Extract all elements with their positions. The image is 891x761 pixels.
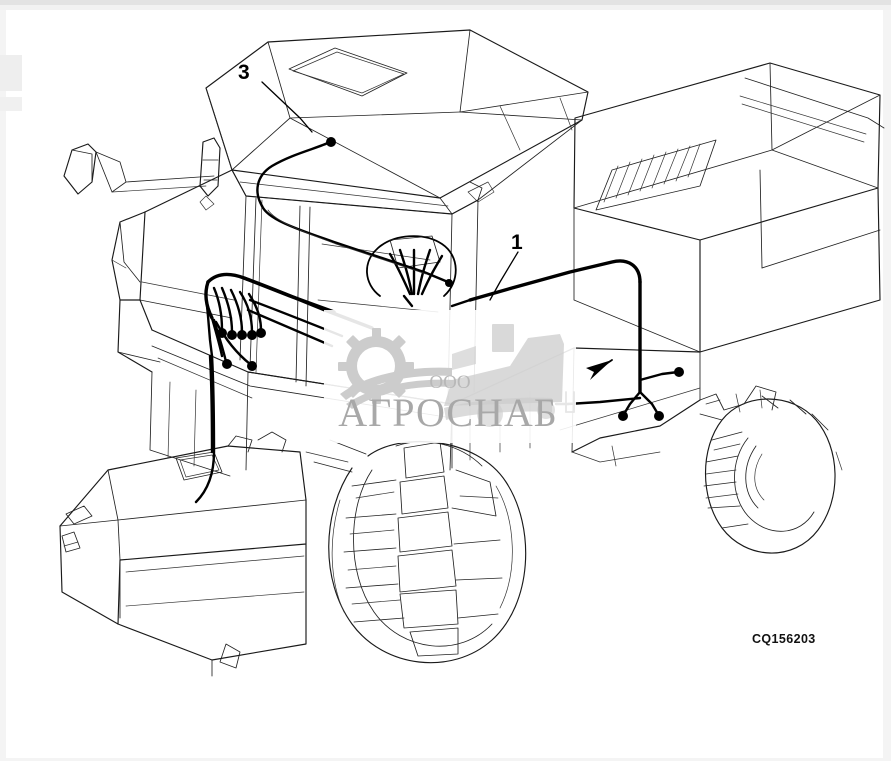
- feeder-house: [59, 431, 307, 677]
- cab-roof: [205, 29, 589, 199]
- drive-tire: [328, 441, 527, 664]
- rear-axle-bracket: [699, 385, 777, 421]
- roof-lamp: [199, 137, 221, 211]
- detail-bubble: [366, 235, 457, 308]
- figure-caption: CQ156203: [752, 632, 816, 646]
- side-step-panel: [149, 371, 249, 477]
- separator-body: [451, 391, 531, 469]
- callout-leaders: [261, 81, 519, 301]
- callout-1: 1: [511, 231, 523, 254]
- callout-3: 3: [238, 61, 250, 84]
- engine-louver: [595, 139, 717, 211]
- steer-tire: [703, 395, 843, 554]
- left-margin-block: [0, 55, 22, 91]
- chassis-lower: [247, 347, 701, 471]
- cab-nose: [111, 211, 161, 373]
- auger-top-edge: [739, 77, 885, 143]
- right-side-harness: [450, 259, 684, 421]
- left-margin-block-lower: [0, 97, 22, 111]
- window-edge-left: [0, 10, 6, 761]
- window-edge-bottom: [0, 758, 891, 761]
- window-edge-right: [883, 10, 891, 761]
- window-edge-top-inner: [0, 5, 891, 10]
- roof-harness: [256, 137, 453, 287]
- left-bundle-harness: [194, 272, 374, 504]
- mirror-arm: [63, 143, 215, 195]
- grain-tank: [573, 62, 881, 353]
- window-edge-top: [0, 0, 891, 5]
- rear-lower: [571, 445, 661, 467]
- drive-axle: [305, 439, 367, 473]
